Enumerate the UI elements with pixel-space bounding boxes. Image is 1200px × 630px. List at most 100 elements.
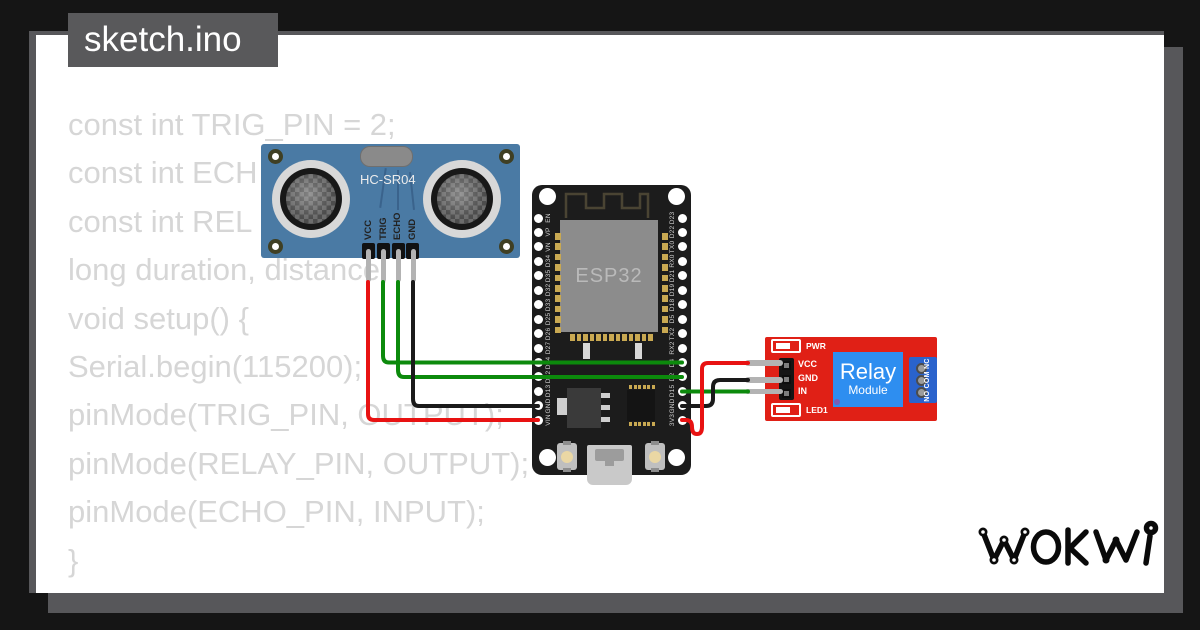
chip-pad	[589, 334, 594, 341]
chip-pad	[555, 233, 561, 240]
relay-lead	[745, 377, 783, 383]
chip-pad	[555, 326, 561, 334]
wires-layer	[366, 280, 750, 436]
mount-hole-icon	[538, 448, 556, 466]
smd-component	[583, 343, 590, 359]
header-pin	[782, 360, 791, 370]
indicator-dot	[834, 399, 840, 405]
chip-pad	[555, 316, 561, 323]
pin-hole-TX0	[677, 242, 687, 252]
esp32-module-chip: ESP32	[560, 220, 658, 332]
terminal-screw	[915, 386, 927, 398]
led1	[771, 403, 801, 417]
wire-gnd-to-relay-gnd-black	[680, 378, 750, 408]
chip-pad	[662, 305, 668, 313]
qfn-pad	[647, 385, 650, 389]
code-line-2: const int REL	[68, 203, 253, 239]
boot-button	[645, 441, 665, 472]
wire-gnd-to-gnd-black	[411, 280, 540, 408]
pin-hole-VP	[533, 227, 543, 237]
usb-uart-chip	[627, 390, 655, 421]
pin-hole-RX2	[677, 343, 687, 353]
qfn-pad	[629, 385, 632, 389]
sensor-part-label: HC-SR04	[360, 172, 416, 187]
chip-pad	[662, 316, 668, 323]
code-line-8: pinMode(ECHO_PIN, INPUT);	[68, 494, 485, 530]
pin-hole-D35	[533, 271, 543, 281]
chip-pad	[662, 285, 668, 292]
code-line-4: void setup() {	[68, 300, 249, 336]
chip-pad	[635, 334, 640, 341]
regulator-leg	[601, 393, 610, 398]
header-pin	[782, 388, 791, 398]
wifi-antenna-icon	[564, 192, 650, 218]
mount-hole-icon	[498, 238, 514, 254]
sketch-title-chip: sketch.ino	[68, 13, 278, 67]
qfn-pad	[651, 422, 655, 426]
pin-hole-D21	[677, 271, 687, 281]
mount-hole-icon	[667, 448, 685, 466]
pin-hole-D33	[533, 300, 543, 310]
pin-hole-D5	[677, 314, 687, 324]
chip-label: ESP32	[575, 264, 643, 287]
chip-pad	[555, 243, 561, 250]
pin-hole-D18	[677, 300, 687, 310]
chip-pad	[662, 233, 668, 240]
mount-hole-icon	[267, 238, 283, 254]
code-line-0: const int TRIG_PIN = 2;	[68, 107, 396, 142]
mount-hole-icon	[538, 187, 556, 205]
mount-hole-icon	[667, 187, 685, 205]
wire-vcc-to-vin-red	[366, 280, 540, 422]
wire-echo-to-d2-green	[396, 280, 684, 379]
chip-pad	[555, 274, 561, 282]
code-line-10: void loop() {	[68, 585, 529, 593]
pin-hole-D13	[533, 386, 543, 396]
pin-hole-TX2	[677, 329, 687, 339]
led1-label: LED1	[806, 405, 828, 415]
relay-title: Relay	[839, 359, 897, 384]
qfn-pad	[647, 422, 650, 426]
qfn-pad	[638, 385, 641, 389]
sensor-lead	[365, 249, 371, 282]
chip-pad	[602, 334, 607, 341]
pin-hole-RX0	[677, 256, 687, 266]
en-button	[557, 441, 577, 472]
qfn-pad	[629, 422, 632, 426]
micro-usb-connector	[587, 445, 632, 485]
qfn-pad	[642, 385, 646, 389]
regulator-leg	[601, 405, 610, 410]
mount-hole-icon	[267, 148, 283, 164]
voltage-regulator	[567, 388, 601, 428]
code-line-3: long duration, distance;	[68, 252, 389, 288]
relay-pin-label-VCC: VCC	[798, 359, 818, 369]
chip-pad	[662, 253, 668, 261]
code-line-5: Serial.begin(115200);	[68, 348, 363, 384]
chip-pad	[555, 264, 561, 271]
pin-hole-D34	[533, 256, 543, 266]
chip-pad	[555, 305, 561, 313]
regulator-leg	[601, 417, 610, 422]
wire-trig-to-d4-green	[381, 280, 684, 365]
chip-pad	[615, 334, 620, 341]
pwr-led	[771, 339, 801, 353]
code-line-9: }	[68, 542, 79, 578]
chip-pad	[622, 334, 627, 341]
qfn-pad	[638, 422, 641, 426]
ultrasonic-transducer-left	[272, 160, 350, 238]
pin-hole-D32	[533, 285, 543, 295]
pin-hole-D23	[677, 213, 687, 223]
relay-lead	[745, 360, 783, 366]
chip-pad	[596, 334, 601, 341]
pin-hole-D27	[533, 343, 543, 353]
chip-pad	[628, 334, 633, 341]
chip-pad	[662, 295, 668, 302]
code-line-7: pinMode(RELAY_PIN, OUTPUT);	[68, 445, 530, 481]
button-cap	[649, 450, 661, 463]
wokwi-logo	[978, 520, 1159, 566]
terminal-screw	[915, 374, 927, 386]
pin-hole-EN	[533, 213, 543, 223]
